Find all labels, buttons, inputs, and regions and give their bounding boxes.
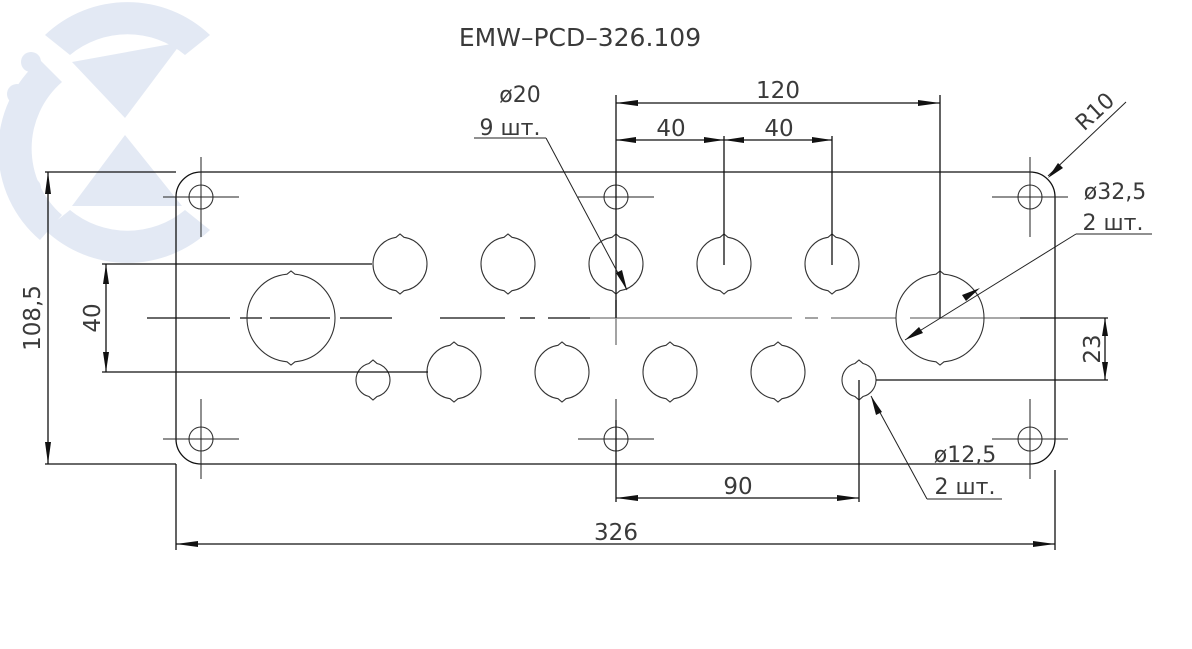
hole-20 bbox=[750, 341, 806, 403]
hole-20 bbox=[426, 341, 482, 403]
logo-dot bbox=[7, 148, 27, 168]
dimension-120: 120 bbox=[615, 78, 941, 318]
dimension-90: 90 bbox=[615, 380, 860, 502]
logo-dot bbox=[21, 178, 41, 198]
mounting-hole bbox=[992, 157, 1068, 237]
logo-dot bbox=[21, 52, 41, 72]
callout-small-holes: ø20 9 шт. bbox=[474, 83, 628, 291]
callout-tiny-holes: ø12,5 2 шт. bbox=[870, 395, 1002, 500]
logo-dot bbox=[7, 84, 27, 104]
company-logo-watermark bbox=[0, 2, 210, 263]
hole-20 bbox=[372, 233, 428, 295]
hole-12-5 bbox=[355, 359, 391, 401]
hole-20 bbox=[480, 233, 536, 295]
dim-label-23: 23 bbox=[1080, 334, 1106, 363]
dimension-row-spacing: 40 bbox=[80, 263, 428, 373]
logo-dot bbox=[1, 117, 21, 137]
logo-triangle-top bbox=[72, 42, 182, 118]
hole-20 bbox=[696, 233, 752, 295]
dimension-overall-width: 326 bbox=[175, 464, 1056, 550]
dim-label-326: 326 bbox=[594, 520, 638, 546]
dimension-pitch: 40 40 bbox=[616, 116, 833, 265]
hole-20 bbox=[534, 341, 590, 403]
hole-12-5 bbox=[841, 359, 877, 401]
logo-arc-left bbox=[0, 60, 62, 240]
hole-20 bbox=[642, 341, 698, 403]
hole-32-5 bbox=[246, 270, 336, 366]
dim-label-40-a: 40 bbox=[656, 116, 685, 142]
callout-label-r10: R10 bbox=[1071, 88, 1120, 136]
logo-arc-bottom bbox=[45, 210, 210, 263]
mounting-hole bbox=[992, 399, 1068, 479]
callout-large-count: 2 шт. bbox=[1083, 211, 1144, 236]
dim-label-108-5: 108,5 bbox=[20, 285, 46, 351]
logo-triangle-bottom bbox=[72, 135, 182, 206]
dim-label-40-b: 40 bbox=[764, 116, 793, 142]
dimension-23: 23 bbox=[876, 318, 1108, 381]
callout-large-diameter: ø32,5 bbox=[1084, 180, 1146, 205]
dim-label-40-vertical: 40 bbox=[80, 303, 106, 332]
dim-label-90: 90 bbox=[723, 474, 752, 500]
dim-label-120: 120 bbox=[756, 78, 800, 104]
callout-small-diameter: ø20 bbox=[499, 83, 540, 108]
hole-32-5 bbox=[895, 270, 985, 366]
drawing-title: EMW–PCD–326.109 bbox=[459, 23, 701, 52]
mounting-hole bbox=[163, 399, 239, 479]
hole-20 bbox=[804, 233, 860, 295]
logo-arc-top bbox=[45, 2, 210, 55]
hole-20 bbox=[588, 233, 644, 295]
callout-tiny-diameter: ø12,5 bbox=[934, 443, 996, 468]
dimension-overall-height: 108,5 bbox=[20, 171, 176, 465]
mounting-hole bbox=[163, 157, 239, 237]
callout-corner-radius: R10 bbox=[1047, 88, 1127, 178]
cable-holes bbox=[246, 233, 985, 403]
callout-tiny-count: 2 шт. bbox=[935, 475, 996, 500]
callout-small-count: 9 шт. bbox=[480, 116, 541, 141]
callout-large-holes: ø32,5 2 шт. bbox=[904, 180, 1152, 341]
